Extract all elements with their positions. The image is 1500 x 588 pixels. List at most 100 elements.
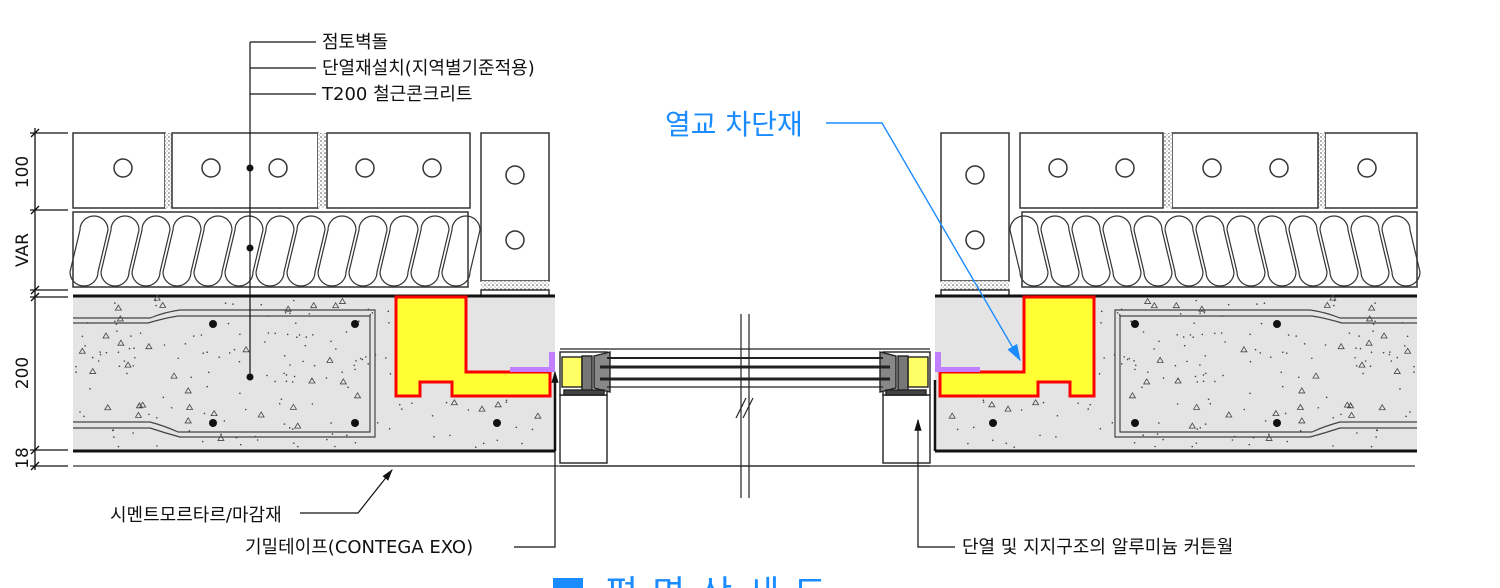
concrete-aggregate xyxy=(515,426,518,429)
dimension-tick-slash xyxy=(30,128,40,138)
thermal-break-block xyxy=(394,295,552,398)
concrete-aggregate xyxy=(154,299,157,302)
concrete-aggregate xyxy=(312,333,314,336)
concrete-aggregate xyxy=(139,332,142,334)
concrete-aggregate xyxy=(385,357,387,359)
glass-unit xyxy=(560,348,930,467)
concrete-aggregate xyxy=(228,352,231,354)
concrete-aggregate xyxy=(84,345,86,347)
concrete-aggregate xyxy=(286,333,289,336)
concrete-aggregate xyxy=(311,378,313,380)
concrete-aggregate xyxy=(361,358,364,361)
insulation-batt xyxy=(162,215,202,287)
concrete-aggregate xyxy=(239,333,241,336)
concrete-aggregate xyxy=(75,365,77,368)
concrete-aggregate xyxy=(192,335,195,337)
insulation-batt xyxy=(379,215,419,287)
concrete-aggregate xyxy=(330,340,332,343)
concrete-aggregate xyxy=(218,356,221,358)
concrete-aggregate xyxy=(347,386,349,389)
concrete-aggregate xyxy=(431,414,434,417)
concrete-aggregate xyxy=(99,351,102,353)
concrete-aggregate xyxy=(124,361,132,368)
dimension-tick-slash xyxy=(30,292,40,302)
concrete-aggregate xyxy=(224,302,227,304)
concrete-aggregate xyxy=(505,399,508,402)
dimension-tick-slash xyxy=(30,205,40,215)
drawing-title: 평면상세도 xyxy=(605,574,841,588)
concrete-aggregate xyxy=(145,342,153,350)
concrete-aggregate xyxy=(305,336,308,338)
concrete-aggregate xyxy=(217,434,225,441)
concrete-aggregate xyxy=(308,377,316,384)
concrete-aggregate xyxy=(505,401,508,404)
concrete-aggregate xyxy=(294,422,302,429)
concrete-aggregate xyxy=(388,322,390,324)
concrete-aggregate xyxy=(355,360,357,362)
dimension-chain xyxy=(30,128,68,471)
concrete-aggregate xyxy=(339,378,348,385)
concrete-aggregate xyxy=(130,335,132,337)
concrete-aggregate xyxy=(117,339,125,346)
concrete-aggregate xyxy=(190,376,193,379)
concrete-aggregate xyxy=(292,442,295,444)
concrete-aggregate xyxy=(331,433,334,435)
insulation-batt xyxy=(255,215,295,287)
concrete-aggregate xyxy=(256,439,259,441)
insulation-batt xyxy=(441,215,481,287)
concrete-aggregate xyxy=(123,360,126,362)
concrete-aggregate xyxy=(185,403,194,410)
dimension-200: 200 xyxy=(13,357,33,389)
concrete-aggregate xyxy=(170,406,173,409)
concrete-aggregate xyxy=(354,368,356,371)
concrete-aggregate xyxy=(326,438,328,441)
concrete-aggregate xyxy=(474,446,477,449)
curtain-wall-frame-left xyxy=(559,351,611,464)
concrete-aggregate xyxy=(326,356,334,363)
concrete-aggregate xyxy=(184,417,192,424)
concrete-aggregate xyxy=(104,403,112,411)
concrete-aggregate xyxy=(478,405,486,412)
label-brick: 점토벽돌 xyxy=(322,32,388,53)
concrete-aggregate xyxy=(133,347,135,349)
label-mortar: 시멘트모르타르/마감재 xyxy=(110,505,282,526)
concrete-aggregate xyxy=(137,404,140,406)
concrete-aggregate xyxy=(358,320,360,323)
concrete-aggregate xyxy=(203,412,206,415)
concrete-aggregate xyxy=(288,427,291,429)
concrete-aggregate xyxy=(450,398,459,406)
dimension-tick-slash xyxy=(30,461,40,471)
label-airtight-tape: 기밀테이프(CONTEGA EXO) xyxy=(245,537,473,558)
concrete-aggregate xyxy=(285,380,288,383)
concrete-aggregate xyxy=(244,408,247,411)
concrete-aggregate xyxy=(158,301,167,308)
dimension-100: 100 xyxy=(13,156,33,188)
concrete-aggregate xyxy=(376,421,379,424)
concrete-aggregate xyxy=(411,402,413,405)
concrete-aggregate xyxy=(117,445,120,448)
concrete-aggregate xyxy=(289,403,298,410)
concrete-aggregate xyxy=(289,364,291,366)
concrete-aggregate xyxy=(496,439,499,442)
concrete-aggregate xyxy=(170,372,178,379)
insulation-batt xyxy=(410,215,450,287)
concrete-aggregate xyxy=(494,401,502,408)
concrete-aggregate xyxy=(338,297,347,304)
concrete-aggregate xyxy=(264,341,266,343)
dimension-18: 18 xyxy=(13,447,33,469)
concrete-aggregate xyxy=(210,409,218,417)
concrete-aggregate xyxy=(293,299,295,302)
concrete-aggregate xyxy=(105,351,108,354)
concrete-aggregate xyxy=(128,347,131,350)
concrete-aggregate xyxy=(334,445,336,448)
concrete-aggregate xyxy=(201,440,204,443)
concrete-aggregate xyxy=(207,371,210,374)
concrete-aggregate xyxy=(467,409,470,411)
concrete-aggregate xyxy=(260,303,263,306)
concrete-aggregate xyxy=(521,442,523,445)
concrete-aggregate xyxy=(389,373,392,375)
concrete-aggregate xyxy=(325,377,328,379)
concrete-aggregate xyxy=(398,403,401,406)
concrete-aggregate xyxy=(283,372,285,375)
concrete-aggregate xyxy=(177,357,179,360)
